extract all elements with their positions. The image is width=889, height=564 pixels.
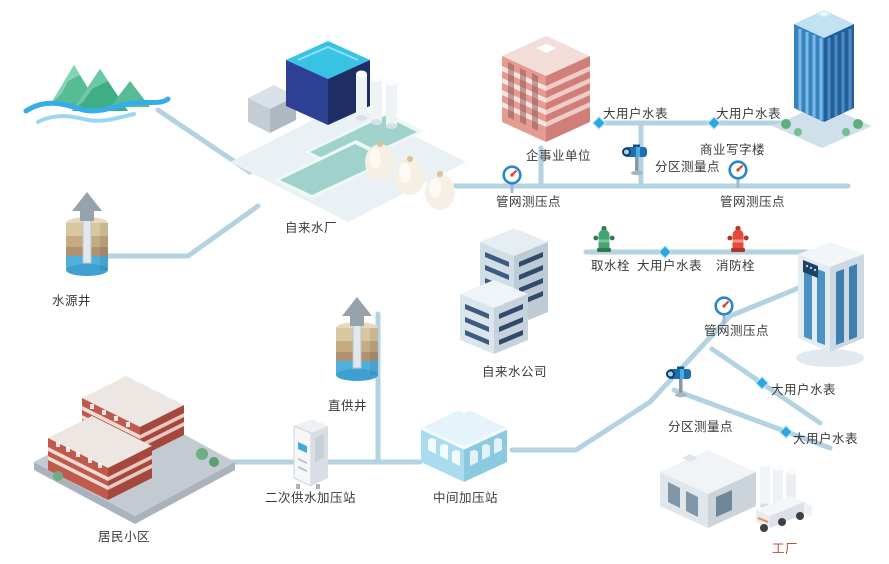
camera-icon: [622, 144, 647, 176]
district-point-bottom-label: 分区测量点: [668, 420, 734, 434]
pressure-point-left-label: 管网测压点: [496, 195, 562, 209]
cabinet-screen: [298, 442, 307, 453]
district-point-top-label: 分区测量点: [655, 160, 721, 174]
delivery-truck: [756, 496, 812, 532]
middle-station-label: 中间加压站: [433, 491, 499, 505]
camera-icon: [666, 366, 691, 398]
fire-hydrant-label: 消防栓: [716, 259, 756, 273]
source-well-label: 水源井: [52, 294, 92, 308]
water-meter-icon: [706, 115, 722, 131]
pressure-point-mid-label: 管网测压点: [704, 324, 770, 338]
mountain-source-illustration: [23, 65, 171, 124]
pipe-well-to-plant: [103, 203, 261, 259]
gauge-icon: [502, 165, 522, 193]
office-tower-illustration: [772, 10, 872, 148]
residential-community-illustration: [34, 376, 235, 524]
factory-label: 工厂: [772, 542, 799, 556]
secondary-station-illustration: [293, 419, 328, 489]
hydrant-red-icon: [727, 225, 749, 252]
pipe-meter-branch-b: [671, 387, 833, 451]
water-plant-label: 自来水厂: [285, 221, 338, 235]
mid-right-building-illustration: [796, 242, 864, 367]
direct-well-illustration: [336, 297, 378, 381]
intake-hydrant-label: 取水栓: [591, 259, 631, 273]
hydrant-green-icon: [593, 225, 615, 252]
factory-illustration: [660, 450, 812, 532]
source-well-illustration: [66, 192, 108, 276]
water-meter-icon: [657, 244, 673, 260]
residential-label: 居民小区: [98, 530, 151, 544]
water-meter-icon: [591, 115, 607, 131]
middle-station-illustration: [420, 407, 508, 482]
gauge-icon: [728, 160, 748, 188]
meter-right-top-label: 大用户水表: [771, 383, 837, 397]
water-company-label: 自来水公司: [482, 365, 548, 379]
direct-well-label: 直供井: [328, 399, 368, 413]
pressure-point-right-label: 管网测压点: [720, 195, 786, 209]
well-arrow-icon: [342, 297, 372, 326]
office-tower-label: 商业写字楼: [700, 143, 766, 157]
meter-top-right-label: 大用户水表: [716, 107, 782, 121]
gauge-icon: [714, 296, 734, 324]
water-meter-icon: [778, 424, 794, 440]
meter-mid-label: 大用户水表: [637, 259, 703, 273]
stream-wave-dark: [23, 96, 171, 114]
enterprise-label: 企事业单位: [526, 149, 592, 163]
water-plant-illustration: [230, 41, 466, 222]
stream-wave-light: [36, 112, 136, 124]
enterprise-building-illustration: [502, 36, 590, 142]
meter-right-bottom-label: 大用户水表: [793, 432, 859, 446]
meter-top-left-label: 大用户水表: [603, 107, 669, 121]
pipe-midstation-link: [509, 399, 653, 453]
secondary-station-label: 二次供水加压站: [265, 491, 357, 505]
water-meter-icon: [754, 375, 770, 391]
well-arrow-icon: [72, 192, 102, 221]
water-company-illustration: [460, 228, 548, 354]
